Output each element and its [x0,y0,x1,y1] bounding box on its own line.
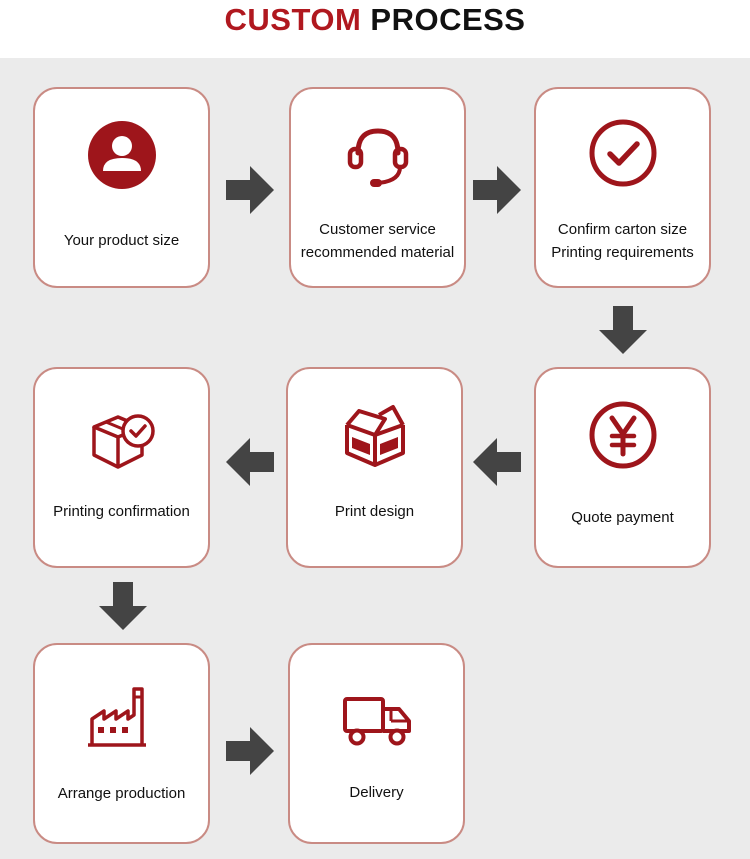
header-bar: CUSTOM PROCESS [0,0,750,58]
box-check-icon [91,414,155,469]
factory-icon [87,687,146,747]
truck-icon [342,697,411,746]
step-card-product-size: Your product size [33,87,210,288]
step-label: Print design [334,503,415,520]
step-card-delivery: Delivery [288,643,465,844]
yen-circle-icon [589,401,656,469]
arrow-right-icon [226,166,274,214]
step-card-print-design: Print design [286,367,463,568]
step-card-arrange-production: Arrange production [33,643,210,844]
step-label: Delivery [349,784,404,801]
headset-icon [347,128,408,187]
step-label: Quote payment [571,509,674,526]
user-icon [87,121,156,189]
step-card-printing-confirmation: Printing confirmation [33,367,210,568]
step-label: Arrange production [57,785,186,802]
step-card-confirm-carton: Confirm carton size Printing requirement… [534,87,711,288]
title-custom: CUSTOM [224,2,362,37]
arrow-left-icon [473,438,521,486]
arrow-right-icon [226,727,274,775]
step-label: Printing confirmation [53,503,190,520]
open-box-icon [344,405,405,467]
arrow-down-icon [599,306,647,354]
step-card-customer-service: Customer service recommended material [289,87,466,288]
page-title: CUSTOM PROCESS [0,2,750,38]
step-label: Your product size [63,232,180,249]
step-label: Confirm carton size Printing requirement… [551,221,694,261]
title-process: PROCESS [370,2,526,37]
arrow-down-icon [99,582,147,630]
arrow-left-icon [226,438,274,486]
check-circle-icon [589,119,656,187]
step-label: Customer service recommended material [300,221,455,261]
step-card-quote-payment: Quote payment [534,367,711,568]
arrow-right-icon [473,166,521,214]
